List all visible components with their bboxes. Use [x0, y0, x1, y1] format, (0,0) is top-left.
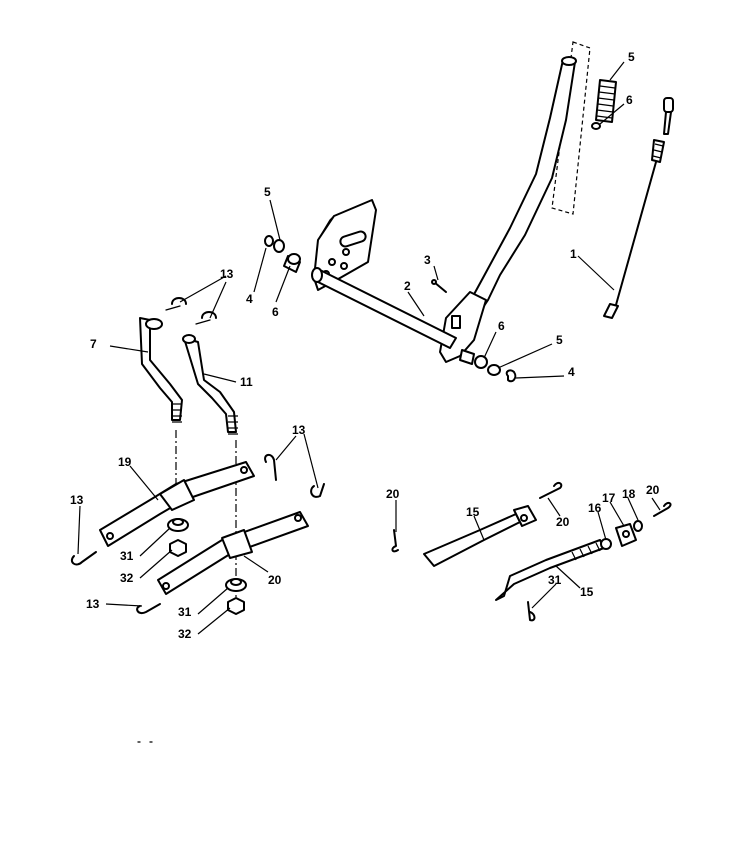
callout-31: 31	[120, 549, 134, 563]
callout-15: 15	[580, 585, 594, 599]
link-clip	[165, 297, 187, 311]
callout-13: 13	[70, 493, 84, 507]
callout-12: 11	[240, 375, 253, 389]
cotter-pin	[431, 279, 447, 293]
callout-20: 20	[556, 515, 570, 529]
callout-4: 4	[568, 365, 575, 379]
rod-trunnion	[615, 523, 637, 547]
callout-11: 7	[90, 337, 97, 351]
grip-clip	[591, 122, 601, 130]
callout-5: 5	[264, 185, 271, 199]
callout-19: 19	[118, 455, 132, 469]
callout-5: 5	[556, 333, 563, 347]
callout-13: 13	[292, 423, 306, 437]
callout-32: 32	[120, 571, 134, 585]
leader-lines	[77, 61, 661, 635]
mounting-bracket	[313, 199, 377, 291]
callout-1: 1	[570, 247, 577, 261]
rod-washer	[600, 538, 612, 550]
bracket-bushing	[283, 253, 301, 273]
control-rod-upper	[423, 505, 537, 567]
rod-pin	[527, 601, 536, 622]
callout-7: 5	[628, 50, 635, 64]
callout-15: 15	[466, 505, 480, 519]
callout-6: 6	[272, 305, 279, 319]
callout-3: 3	[424, 253, 431, 267]
callout-2: 2	[404, 279, 411, 293]
callout-19: 20	[268, 573, 282, 587]
bracket-washer	[264, 235, 285, 253]
adjustment-rod	[603, 97, 674, 319]
handle-washer	[487, 364, 517, 383]
lift-arm-lower	[157, 511, 309, 595]
callout-6: 6	[626, 93, 633, 107]
lift-link-right	[182, 334, 238, 435]
rod-pin	[539, 481, 563, 499]
callout-labels: 5 6 1 3 2 5 4 6 6 5 4 13 7 11 13 19 13 3…	[70, 50, 660, 641]
callout-13: 13	[220, 267, 234, 281]
callout-13: 13	[86, 597, 100, 611]
control-rod-lower	[495, 539, 605, 601]
rod-pin	[653, 501, 672, 517]
arm-bushing	[167, 518, 189, 532]
hairpin-clip	[264, 454, 277, 481]
lift-link-left	[139, 317, 183, 423]
arm-nut	[169, 539, 187, 557]
lift-handle	[439, 56, 577, 363]
callout-17: 17	[602, 491, 616, 505]
cross-shaft	[311, 267, 457, 349]
callout-4: 4	[246, 292, 253, 306]
callout-20: 20	[646, 483, 660, 497]
handle-bushing	[459, 349, 488, 369]
rod-ferrule	[633, 520, 643, 532]
callout-20: 20	[386, 487, 400, 501]
arm-bushing	[225, 578, 247, 592]
hairpin-clip	[310, 483, 325, 498]
callout-18: 18	[622, 487, 636, 501]
lift-arm-upper	[99, 461, 255, 547]
arm-nut	[227, 597, 245, 615]
hairpin-clip	[136, 603, 161, 615]
link-clip	[195, 311, 217, 325]
callout-6: 6	[498, 319, 505, 333]
callout-32: 32	[178, 627, 192, 641]
callout-16: 16	[588, 501, 602, 515]
callout-31: 31	[178, 605, 192, 619]
callout-20: 31	[548, 573, 562, 587]
rod-pin	[391, 529, 399, 553]
grip-spring	[595, 79, 617, 123]
hairpin-clip	[70, 551, 97, 566]
